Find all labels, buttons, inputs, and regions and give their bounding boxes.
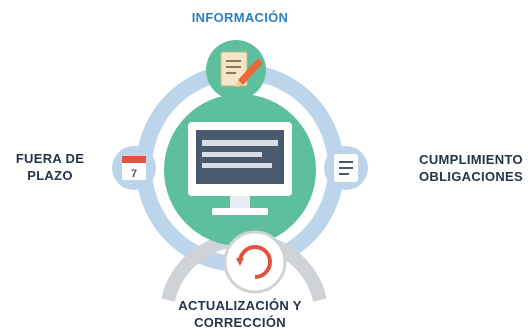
label-cumplimiento-line1: CUMPLIMIENTO xyxy=(419,152,523,167)
calendar-icon: 7 xyxy=(112,146,156,190)
label-actualizacion-line2: CORRECCIÓN xyxy=(194,315,286,330)
label-fuera-de-plazo-line1: FUERA DE xyxy=(15,151,85,166)
label-cumplimiento-line2: OBLIGACIONES xyxy=(419,169,523,184)
svg-text:7: 7 xyxy=(131,168,137,180)
label-fuera-de-plazo: FUERA DE PLAZO xyxy=(2,150,98,184)
document-pencil-icon xyxy=(206,40,266,100)
label-actualizacion-correccion: ACTUALIZACIÓN Y CORRECCIÓN xyxy=(150,297,330,331)
label-cumplimiento-obligaciones: CUMPLIMIENTO OBLIGACIONES xyxy=(408,151,531,185)
refresh-icon xyxy=(223,230,287,294)
checklist-icon xyxy=(324,146,368,190)
label-actualizacion-line1: ACTUALIZACIÓN Y xyxy=(178,298,302,313)
computer-monitor-icon xyxy=(188,122,292,215)
label-fuera-de-plazo-line2: PLAZO xyxy=(27,168,73,183)
label-informacion: INFORMACIÓN xyxy=(191,10,289,25)
